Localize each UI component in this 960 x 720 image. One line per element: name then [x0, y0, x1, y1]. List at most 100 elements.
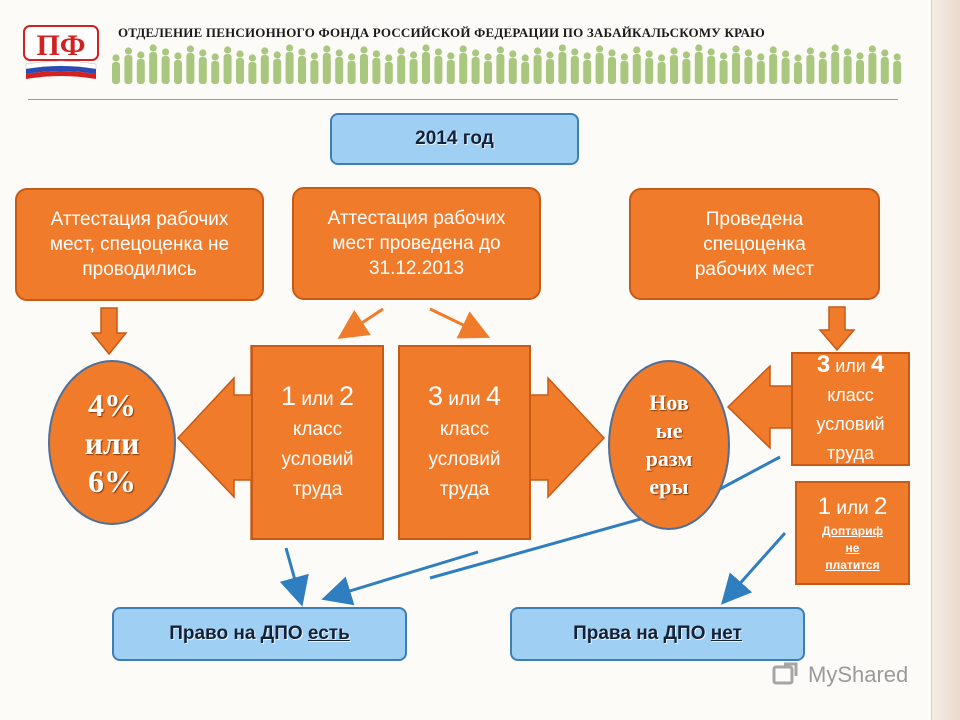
new-sizes-line3: разм	[645, 446, 693, 471]
crowd-figure-body	[583, 60, 592, 84]
crowd-figure-head	[856, 52, 864, 60]
crowd-figure-head	[831, 44, 839, 52]
crowd-figure-body	[310, 60, 319, 84]
crowd-figure-head	[496, 46, 504, 54]
new-sizes-line1: Нов	[649, 390, 689, 415]
crowd-figure-head	[534, 47, 542, 55]
crowd-figure-body	[756, 61, 765, 84]
crowd-figure-head	[372, 50, 380, 58]
crowd-figure-head	[286, 44, 294, 52]
dpo-no-emph: нет	[710, 623, 742, 644]
crowd-figure-head	[298, 48, 306, 56]
crowd-banner	[110, 44, 910, 84]
crowd-figure-body	[608, 57, 616, 84]
crowd-figure-body	[322, 53, 331, 84]
crowd-figure-head	[868, 45, 877, 53]
no-attestation-box: Аттестация рабочих мест, спецоценка не п…	[15, 188, 264, 301]
crowd-figure-body	[843, 56, 852, 84]
crowd-figure-head	[732, 45, 740, 53]
crowd-figure-body	[732, 53, 740, 84]
crowd-figure-body	[260, 55, 269, 84]
attestation-done-box: Аттестация рабочих мест проведена до 31.…	[292, 187, 541, 300]
no-attestation-text: Аттестация рабочих мест, спецоценка не п…	[49, 209, 230, 280]
year-label: 2014 год	[415, 128, 494, 149]
crowd-figure-head	[819, 51, 827, 59]
crowd-figure-body	[533, 55, 542, 84]
pfr-logo: ПФ	[23, 25, 99, 79]
special-assessment-box: Проведена спецоценка рабочих мест	[629, 188, 880, 300]
crowd-figure-body	[409, 59, 418, 84]
percent-value-1: 4%	[88, 386, 136, 423]
crowd-figure-body	[112, 62, 120, 84]
crowd-figure-head	[757, 53, 765, 61]
crowd-figure-head	[199, 49, 207, 57]
crowd-figure-head	[174, 52, 182, 60]
crowd-figure-head	[273, 51, 281, 59]
crowd-figure-head	[794, 54, 802, 62]
right-class-1-2-line4: платится	[825, 557, 880, 572]
crowd-figure-head	[149, 44, 157, 52]
crowd-figure-body	[446, 60, 455, 84]
crowd-figure-head	[447, 52, 455, 60]
percent-ellipse: 4% или 6%	[48, 360, 176, 525]
left-block-arrow	[176, 345, 252, 540]
crowd-figure-body	[459, 53, 468, 84]
crowd-figure-head	[769, 46, 777, 54]
crowd-figure-body	[558, 52, 567, 84]
crowd-figure-body	[161, 56, 170, 84]
new-sizes-line2: ые	[655, 418, 683, 443]
crowd-figure-head	[360, 46, 368, 54]
crowd-figure-body	[719, 60, 728, 84]
crowd-figure-body	[744, 57, 753, 84]
crowd-figure-head	[112, 54, 120, 62]
class-1-2-line3: условий	[281, 448, 354, 470]
percent-value-2: 6%	[88, 462, 136, 499]
class-1-2-line2: класс	[292, 418, 343, 440]
crowd-figure-head	[484, 53, 492, 61]
class-1-2-line4: труда	[292, 478, 343, 500]
logo-text: ПФ	[36, 29, 85, 62]
crowd-figure-body	[434, 56, 443, 84]
crowd-figure-head	[186, 45, 194, 53]
down-arrow-left	[90, 307, 128, 356]
crowd-figure-head	[137, 51, 145, 59]
right-class-3-4-line4: труда	[827, 443, 874, 463]
class-1-2-title: 1 или 2	[281, 380, 354, 411]
crowd-figure-body	[198, 57, 207, 84]
right-class-3-4-title: 3 или 4	[816, 351, 885, 378]
year-box: 2014 год	[330, 113, 579, 165]
crowd-figure-body	[521, 62, 530, 84]
crowd-figure-body	[496, 54, 505, 84]
crowd-figure-body	[657, 62, 666, 84]
class-3-4-line3: условий	[428, 448, 501, 470]
blue-arrow-class34	[321, 550, 479, 606]
crowd-figure-body	[471, 57, 480, 84]
watermark: MyShared	[808, 662, 909, 687]
right-incoming-arrow	[726, 364, 793, 450]
crowd-figure-head	[310, 52, 318, 60]
new-sizes-line4: еры	[649, 474, 689, 499]
crowd-figure-body	[806, 55, 815, 84]
crowd-figure-body	[570, 56, 579, 84]
crowd-figure-body	[347, 61, 356, 84]
header-divider	[28, 99, 898, 100]
crowd-figure-head	[546, 51, 554, 59]
crowd-figure-body	[694, 52, 703, 84]
crowd-figure-body	[831, 52, 840, 84]
crowd-figure-head	[348, 53, 356, 61]
crowd-figure-head	[261, 47, 269, 55]
class-1-2-box: 1 или 2 класс условий труда	[251, 345, 384, 540]
crowd-figure-body	[149, 52, 158, 84]
class-3-4-title: 3 или 4	[428, 380, 501, 411]
crowd-figure-head	[509, 50, 517, 58]
crowd-figure-head	[608, 49, 616, 57]
crowd-figure-body	[856, 60, 864, 84]
crowd-figure-head	[782, 50, 790, 58]
crowd-figure-body	[682, 59, 691, 84]
crowd-figure-body	[298, 56, 306, 84]
dpo-no-box: Права на ДПО нет	[510, 607, 805, 661]
crowd-figure-head	[744, 49, 753, 57]
crowd-figure-head	[806, 47, 815, 55]
crowd-figure-body	[707, 56, 716, 84]
